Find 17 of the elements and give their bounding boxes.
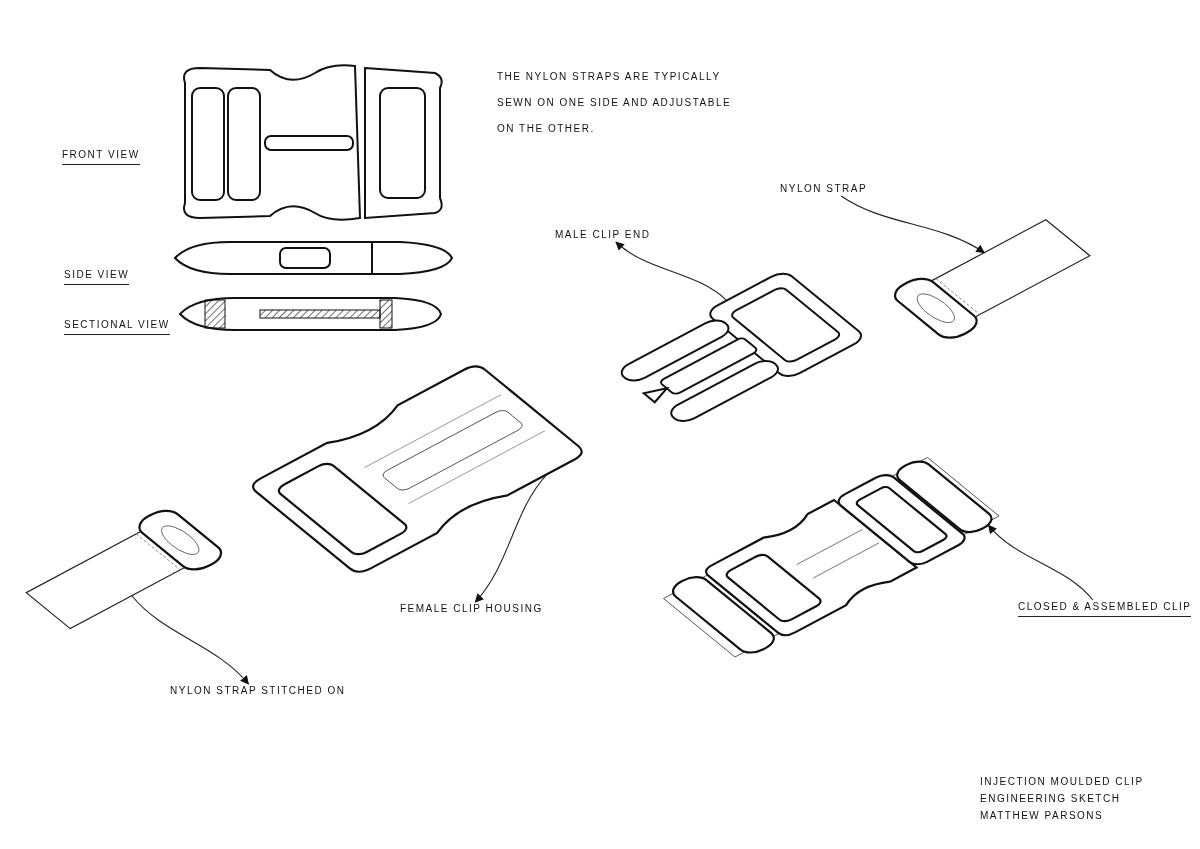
leader-line bbox=[840, 195, 985, 254]
view-label: SECTIONAL VIEW bbox=[64, 318, 170, 335]
callout-text: FEMALE CLIP HOUSING bbox=[400, 602, 543, 616]
callout-text: NYLON STRAP STITCHED ON bbox=[170, 684, 346, 698]
callout-text: NYLON STRAP bbox=[780, 182, 868, 196]
view-label: FRONT VIEW bbox=[62, 148, 140, 165]
callout-text: MALE CLIP END bbox=[555, 228, 651, 242]
leader-line bbox=[131, 595, 250, 685]
title-block-text: ENGINEERING SKETCH bbox=[980, 792, 1121, 806]
title-block-text: INJECTION MOULDED CLIP bbox=[980, 775, 1144, 789]
view-label: SIDE VIEW bbox=[64, 268, 130, 285]
note-text: THE NYLON STRAPS ARE TYPICALLY SEWN ON ONE SIDE AND ADJUSTABLE ON THE OTHER. bbox=[497, 70, 732, 136]
title-block-text: MATTHEW PARSONS bbox=[980, 809, 1104, 823]
leader-line bbox=[474, 473, 548, 603]
callout-text: CLOSED & ASSEMBLED CLIP bbox=[1018, 600, 1192, 617]
leader-line bbox=[987, 524, 1094, 601]
leader-line bbox=[615, 241, 728, 302]
